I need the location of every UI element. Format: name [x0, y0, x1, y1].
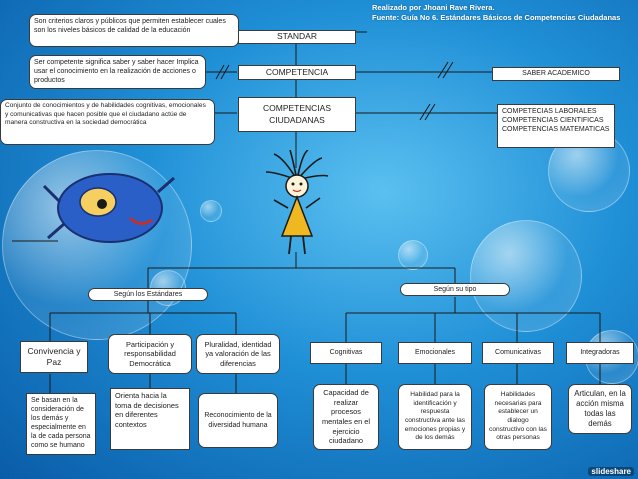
watermark-badge: slideshare [588, 467, 634, 476]
tipo-emocionales-title: Emocionales [398, 342, 472, 364]
estandar-participacion-desc: Orienta hacia la toma de decisiones en d… [110, 388, 190, 450]
tipo-integradoras-desc: Articulan, en la acción misma todas las … [568, 384, 632, 434]
tipo-comunicativas-desc: Habilidades necesarias para establecer u… [484, 384, 552, 450]
estandar-convivencia-desc: Se basan en la consideración de los demá… [26, 393, 96, 455]
standard-node: STANDAR [238, 30, 356, 44]
competent-definition-note: Ser competente significa saber y saber h… [29, 55, 206, 89]
estandar-pluralidad-title: Pluralidad, identidad ya valoración de l… [196, 334, 280, 374]
tipo-emocionales-desc: Habilidad para la identificación y respu… [398, 384, 472, 450]
stick-figure-girl-icon [265, 150, 329, 255]
credit-source: Fuente: Guía No 6. Estándares Básicos de… [372, 13, 621, 23]
credit-author: Realizado por Jhoani Rave Rivera. [372, 3, 495, 12]
competencia-node: COMPETENCIA [238, 65, 356, 80]
branch-segun-tipo: Según su tipo [400, 283, 510, 296]
competencias-ciudadanas-node: COMPETENCIAS CIUDADANAS [238, 97, 356, 132]
other-competencies-list: COMPETECIAS LABORALES COMPETENCIAS CIENT… [497, 104, 615, 148]
estandar-convivencia-title: Convivencia y Paz [20, 341, 88, 373]
cartoon-face-icon [42, 173, 175, 243]
tipo-comunicativas-title: Comunicativas [482, 342, 554, 364]
competencias-definition-note: Conjunto de conocimientos y de habilidad… [0, 99, 215, 145]
tipo-cognitivas-desc: Capacidad de realizar procesos mentales … [313, 384, 379, 450]
branch-segun-estandares: Según los Estándares [88, 288, 208, 301]
tipo-cognitivas-title: Cognitivas [310, 342, 382, 364]
standard-definition-note: Son criterios claros y públicos que perm… [29, 14, 239, 47]
bubble-decoration [200, 200, 222, 222]
tipo-integradoras-title: Integradoras [566, 342, 634, 364]
estandar-pluralidad-desc: Reconocimiento de la diversidad humana [198, 393, 278, 448]
bubble-decoration [398, 240, 428, 270]
estandar-participacion-title: Participación y responsabilidad Democrát… [108, 334, 192, 374]
saber-academico-node: SABER ACADEMICO [492, 67, 620, 81]
credit-text: Realizado por Jhoani Rave Rivera. Fuente… [372, 3, 620, 23]
